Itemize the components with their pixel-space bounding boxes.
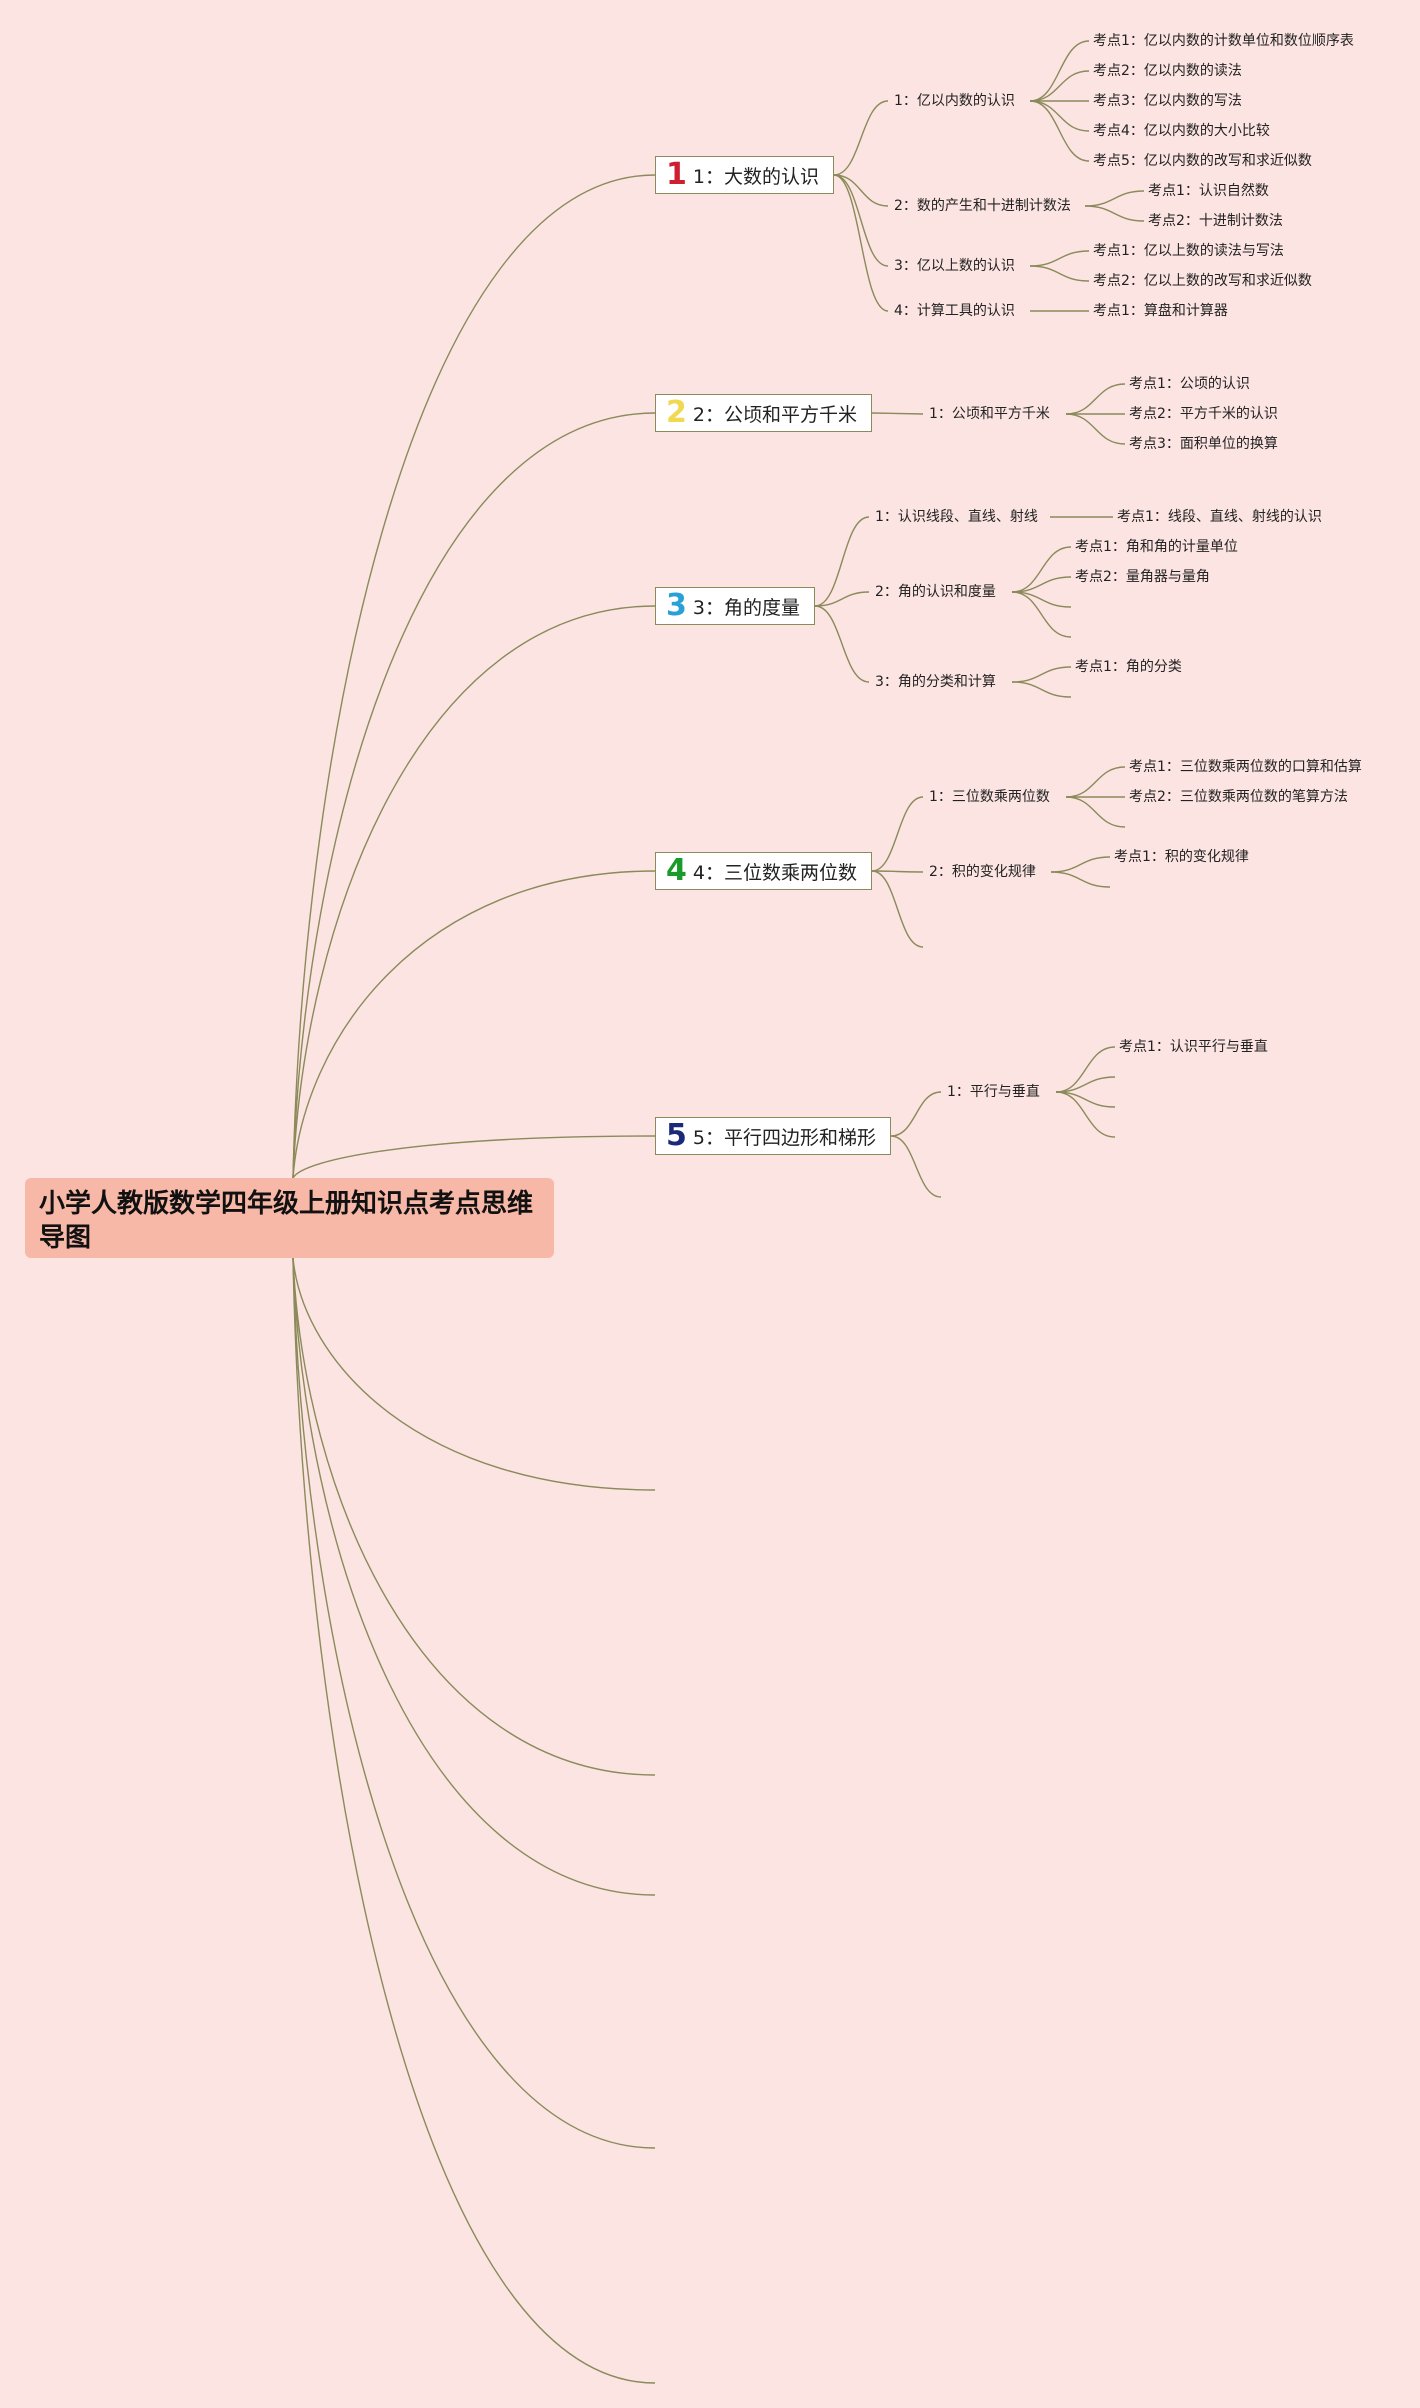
connector-line [1084, 190, 1145, 207]
connector-line [292, 1135, 656, 1179]
subtopic-node[interactable]: 1：三位数乘两位数 [929, 789, 1050, 805]
topic-label: 1：大数的认识 [692, 165, 819, 188]
connector-line [1029, 40, 1090, 102]
point-node[interactable]: 考点2：亿以内数的读法 [1093, 63, 1242, 79]
topic-number-icon: 1 [666, 157, 687, 192]
topic-label: 2：公顷和平方千米 [692, 403, 857, 426]
point-node[interactable]: 考点1：算盘和计算器 [1093, 303, 1228, 319]
point-node[interactable]: 考点2：十进制计数法 [1148, 213, 1283, 229]
subtopic-node[interactable]: 1：公顷和平方千米 [929, 406, 1050, 422]
connector-line [1011, 576, 1072, 593]
connector-line [292, 1257, 656, 1776]
root-node-title[interactable]: 小学人教版数学四年级上册知识点考点思维导图 [25, 1178, 554, 1258]
connector-line [890, 1091, 942, 1137]
point-node[interactable]: 考点1：认识自然数 [1148, 183, 1269, 199]
topic-label: 4：三位数乘两位数 [692, 861, 857, 884]
topic-number-icon: 2 [666, 395, 687, 430]
topic-number-icon: 5 [666, 1118, 687, 1153]
subtopic-node[interactable]: 3：亿以上数的认识 [894, 258, 1015, 274]
connector-line [814, 516, 870, 607]
connector-line [1055, 1046, 1116, 1093]
topic-number-icon: 3 [666, 588, 687, 623]
connector-line [1011, 546, 1072, 593]
connector-line [814, 605, 870, 683]
connector-line [292, 1257, 656, 2149]
topic-number-icon: 4 [666, 853, 687, 888]
connector-line [1011, 591, 1072, 638]
connector-line [1065, 766, 1126, 798]
connector-line [1050, 856, 1111, 873]
subtopic-node[interactable]: 4：计算工具的认识 [894, 303, 1015, 319]
connector-line [890, 1135, 942, 1198]
point-node[interactable]: 考点1：公顷的认识 [1129, 376, 1250, 392]
connector-line [871, 412, 924, 415]
connector-line [1050, 871, 1111, 888]
connector-line [292, 870, 656, 1179]
connector-line [871, 870, 924, 873]
topic-label: 3：角的度量 [692, 596, 800, 619]
point-node[interactable]: 考点2：量角器与量角 [1075, 569, 1210, 585]
connector-line [1065, 796, 1126, 828]
point-node[interactable]: 考点1：角和角的计量单位 [1075, 539, 1238, 555]
point-node[interactable]: 考点1：线段、直线、射线的认识 [1117, 509, 1322, 525]
connector-line [1011, 681, 1072, 698]
subtopic-node[interactable]: 2：数的产生和十进制计数法 [894, 198, 1071, 214]
topic-node-3[interactable]: 3 3：角的度量 [655, 587, 815, 625]
point-node[interactable]: 考点2：三位数乘两位数的笔算方法 [1129, 789, 1348, 805]
point-node[interactable]: 考点1：积的变化规律 [1114, 849, 1249, 865]
connector-line [871, 796, 924, 872]
point-node[interactable]: 考点1：角的分类 [1075, 659, 1182, 675]
point-node[interactable]: 考点2：平方千米的认识 [1129, 406, 1278, 422]
connector-line [292, 174, 656, 1179]
connector-line [1065, 413, 1126, 445]
subtopic-node[interactable]: 2：角的认识和度量 [875, 584, 996, 600]
connector-line [871, 870, 924, 948]
topic-node-4[interactable]: 4 4：三位数乘两位数 [655, 852, 872, 890]
connector-line [1055, 1091, 1116, 1138]
connector-line [1029, 100, 1090, 162]
connector-line [292, 1257, 656, 1896]
point-node[interactable]: 考点1：认识平行与垂直 [1119, 1039, 1268, 1055]
connector-line [1011, 666, 1072, 683]
topic-label: 5：平行四边形和梯形 [692, 1126, 876, 1149]
point-node[interactable]: 考点3：面积单位的换算 [1129, 436, 1278, 452]
subtopic-node[interactable]: 1：亿以内数的认识 [894, 93, 1015, 109]
connector-line [292, 1257, 656, 2384]
connector-line [292, 412, 656, 1179]
connector-line [1029, 250, 1090, 267]
connector-line [292, 1257, 656, 1491]
point-node[interactable]: 考点3：亿以内数的写法 [1093, 93, 1242, 109]
point-node[interactable]: 考点1：三位数乘两位数的口算和估算 [1129, 759, 1362, 775]
connector-line [1065, 383, 1126, 415]
connector-line [292, 605, 656, 1179]
connector-line [833, 174, 889, 267]
connector-line [1029, 265, 1090, 282]
point-node[interactable]: 考点1：亿以内数的计数单位和数位顺序表 [1093, 33, 1354, 49]
point-node[interactable]: 考点4：亿以内数的大小比较 [1093, 123, 1270, 139]
topic-node-1[interactable]: 1 1：大数的认识 [655, 156, 834, 194]
connector-line [1084, 205, 1145, 222]
connector-line [1055, 1076, 1116, 1093]
subtopic-node[interactable]: 3：角的分类和计算 [875, 674, 996, 690]
connector-line [1029, 70, 1090, 102]
point-node[interactable]: 考点5：亿以内数的改写和求近似数 [1093, 153, 1312, 169]
point-node[interactable]: 考点2：亿以上数的改写和求近似数 [1093, 273, 1312, 289]
connector-line [1029, 100, 1090, 132]
connector-line [833, 174, 889, 207]
topic-node-5[interactable]: 5 5：平行四边形和梯形 [655, 1117, 891, 1155]
point-node[interactable]: 考点1：亿以上数的读法与写法 [1093, 243, 1284, 259]
connector-line [833, 174, 889, 312]
subtopic-node[interactable]: 1：平行与垂直 [947, 1084, 1040, 1100]
topic-node-2[interactable]: 2 2：公顷和平方千米 [655, 394, 872, 432]
connector-line [814, 591, 870, 607]
subtopic-node[interactable]: 1：认识线段、直线、射线 [875, 509, 1038, 525]
connector-line [833, 100, 889, 176]
subtopic-node[interactable]: 2：积的变化规律 [929, 864, 1036, 880]
